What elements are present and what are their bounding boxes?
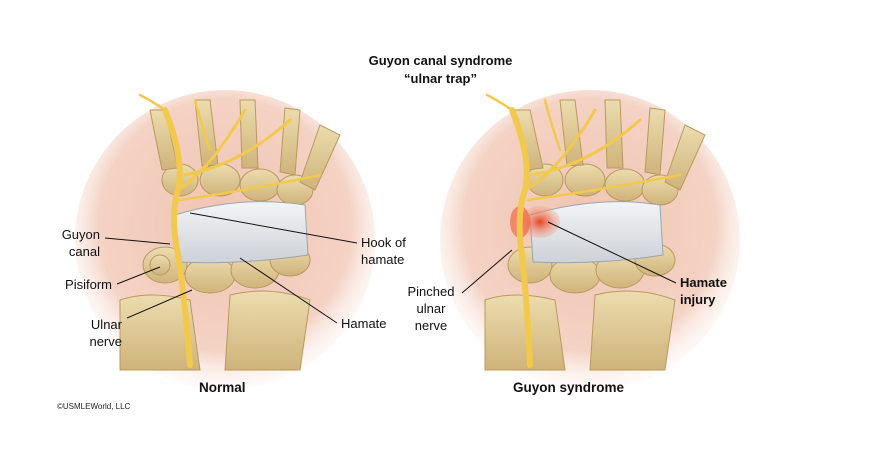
label-hook-of-hamate: Hook of hamate (361, 234, 406, 268)
label-hamate-injury-line-2: injury (680, 292, 716, 307)
label-pinched-ulnar-nerve: Pinched ulnar nerve (400, 283, 462, 334)
guyon-radius-bone (484, 294, 566, 371)
normal-radius-bone (119, 294, 201, 371)
label-hamate: Hamate (341, 316, 387, 331)
label-ulnar-nerve-line-2: nerve (89, 334, 122, 349)
normal-wrist-illustration (75, 90, 375, 390)
figure-title-line-1: Guyon canal syndrome (368, 53, 513, 68)
guyon-metacarpals (514, 99, 706, 191)
copyright-notice: ©USMLEWorld, LLC (57, 402, 131, 411)
label-ulnar-nerve-line-1: Ulnar (90, 317, 122, 332)
normal-ulnar-nerve (138, 93, 322, 368)
label-leader-lines (104, 212, 677, 324)
label-pinched-line-1: Pinched (407, 284, 455, 299)
label-pisiform: Pisiform (65, 277, 112, 292)
label-hamate-injury: Hamate injury (680, 274, 727, 308)
normal-ulna-bone (224, 290, 311, 371)
label-ulnar-nerve: Ulnar nerve (50, 316, 122, 350)
guyon-ulnar-nerve (485, 93, 682, 368)
label-guyon-canal-line-1: Guyon (61, 227, 100, 242)
label-guyon-canal: Guyon canal (40, 226, 100, 260)
label-pinched-line-3: nerve (414, 318, 448, 333)
caption-normal: Normal (199, 380, 246, 395)
label-hook-of-hamate-line-1: Hook of (361, 235, 406, 250)
figure-title-line-2: “ulnar trap” (404, 71, 477, 86)
guyon-wrist-illustration (440, 90, 740, 390)
label-hook-of-hamate-line-2: hamate (361, 252, 405, 267)
guyon-ligament (529, 201, 664, 264)
label-hamate-injury-line-1: Hamate (680, 275, 727, 290)
label-pinched-line-2: ulnar (416, 301, 446, 316)
normal-ligament (174, 201, 309, 264)
hamate-injury-highlight (520, 206, 560, 238)
guyon-ulna-bone (589, 290, 676, 371)
caption-guyon-syndrome: Guyon syndrome (513, 380, 625, 395)
label-guyon-canal-line-2: canal (68, 244, 100, 259)
